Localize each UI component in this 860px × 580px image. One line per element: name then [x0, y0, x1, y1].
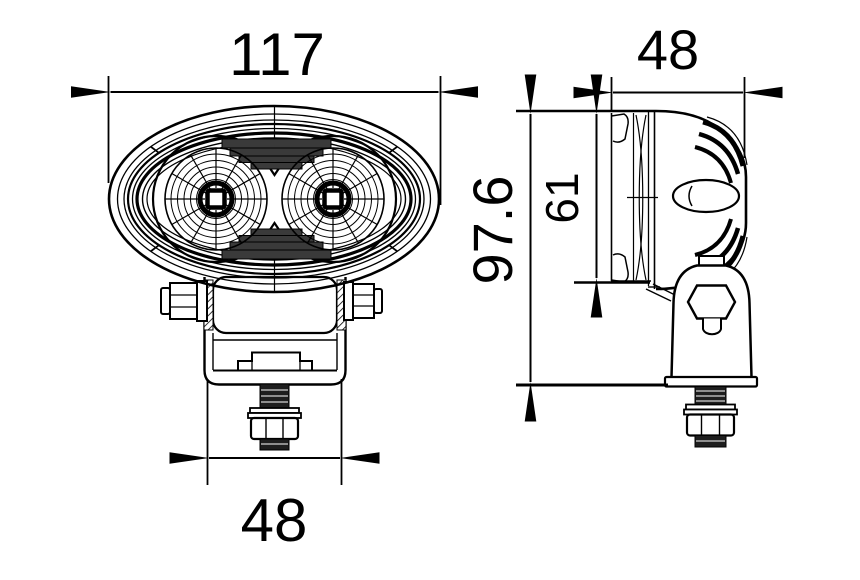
fin [698, 131, 741, 175]
bolt-washer [343, 281, 354, 321]
bezel-clip-bottom [611, 253, 629, 283]
lamp-side-body [655, 109, 748, 291]
side-view: 48 97.6 61 [461, 18, 783, 448]
lamp-side-bezel [610, 111, 660, 289]
fresnel-stack-top [221, 138, 332, 170]
bolt-hex-head [352, 283, 375, 319]
bolt-hex-head [169, 282, 198, 320]
mounting-stud-front [247, 383, 302, 451]
fin [694, 218, 733, 257]
dimension-lamp-depth: 48 [573, 18, 783, 158]
dim-label-48-bracket: 48 [241, 487, 308, 554]
fin [702, 119, 746, 167]
stud-hex-nut [249, 416, 300, 441]
bolt-tip-tab [702, 318, 722, 336]
ring-notch [150, 244, 160, 253]
fin [694, 145, 733, 184]
dim-label-97-6: 97.6 [461, 176, 524, 285]
mounting-stud-side [683, 386, 738, 448]
pivot-bolt-left [160, 280, 208, 322]
reflector-left [165, 148, 267, 250]
strap-line [645, 288, 672, 302]
ring-notch [388, 145, 398, 154]
bezel-clip-top [611, 113, 629, 143]
pivot-bolt-hex-side [686, 284, 737, 320]
dim-label-61: 61 [536, 172, 588, 223]
oval-housing-rings [107, 104, 441, 294]
fresnel-stack-bottom [221, 228, 332, 260]
front-view: 117 48 [71, 21, 478, 554]
mounting-bracket-side [645, 255, 759, 448]
fin-outline [706, 116, 748, 166]
dimension-total-height: 97.6 [461, 74, 668, 422]
dim-label-117: 117 [229, 21, 325, 88]
bolt-washer [196, 280, 208, 322]
stud-hex-nut [685, 413, 736, 437]
lens-area-front [151, 134, 398, 264]
mounting-bracket-front [160, 275, 383, 451]
side-boss-ellipse [671, 178, 741, 214]
bolt-cap [160, 287, 171, 315]
dimension-lamp-width: 117 [71, 21, 478, 205]
bolt-cap [373, 288, 383, 314]
reflector-right [282, 148, 384, 250]
dimension-bracket-width: 48 [169, 379, 380, 554]
boss-inner-arc [688, 185, 693, 207]
ring-notch [388, 244, 398, 253]
housing-outer-ring [107, 104, 441, 294]
lens-peanut-outline [151, 134, 398, 264]
dim-label-48-depth: 48 [637, 18, 699, 81]
pivot-bolt-right [343, 281, 383, 321]
ring-notch [150, 145, 160, 154]
cooling-fins-top [694, 116, 748, 184]
bracket-base [663, 375, 759, 388]
fresnel-band [221, 249, 332, 260]
dimension-lens-height: 61 [536, 74, 650, 318]
fresnel-band [221, 138, 332, 149]
